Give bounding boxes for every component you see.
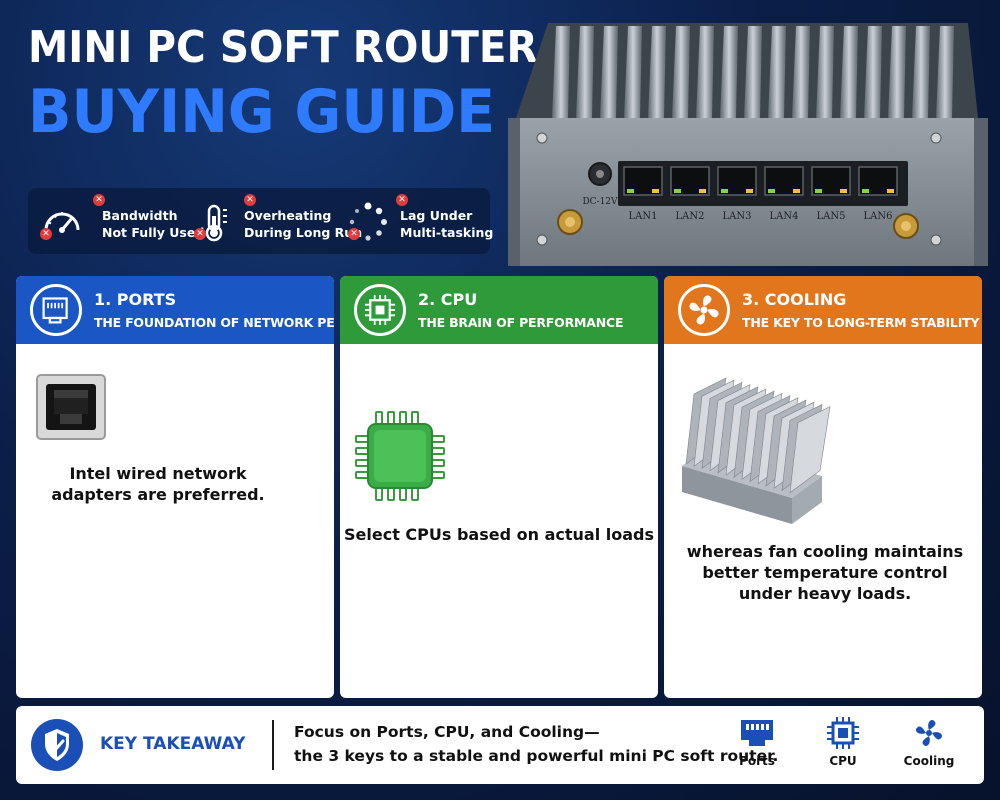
card-description-line: Intel wired network [69, 464, 247, 483]
card-description-line: better temperature control [702, 563, 948, 582]
card-header: 2. CPU THE BRAIN OF PERFORMANCE [340, 276, 658, 344]
lan-port-label: LAN4 [770, 211, 799, 222]
heatsink-fin [648, 26, 666, 118]
error-x-icon: ✕ [244, 194, 256, 206]
problem-overheating: ✕ ✕ Overheating During Long Run [192, 188, 362, 254]
lan-led [815, 189, 822, 193]
lan-led [699, 189, 706, 193]
card-description-line: whereas fan cooling maintains [686, 542, 964, 561]
cpu-chip-icon [827, 717, 859, 749]
lan-port-label: LAN5 [817, 211, 846, 222]
card-ports: 1. PORTS THE FOUNDATION OF NETWORK PERFO… [16, 276, 334, 698]
takeaway-item-cooling: Cooling [894, 716, 964, 778]
heatsink-fin [789, 406, 831, 494]
rj45-port-image [36, 374, 106, 440]
card-header: 3. COOLING THE KEY TO LONG-TERM STABILIT… [664, 276, 982, 344]
thermometer-icon [205, 204, 227, 242]
takeaway-line1: Focus on Ports, CPU, and Cooling— [294, 723, 600, 741]
takeaway-item-ports: Ports [722, 716, 792, 778]
problem-line1: Bandwidth [102, 208, 178, 223]
lan-led [674, 189, 681, 193]
hero-title-line1: MINI PC SOFT ROUTER [28, 22, 538, 73]
heatsink-fin [840, 26, 858, 118]
lan-port-label: LAN2 [676, 211, 705, 222]
card-description-line: adapters are preferred. [51, 485, 265, 504]
takeaway-line2: the 3 keys to a stable and powerful mini… [294, 747, 779, 765]
key-takeaway-panel: KEY TAKEAWAY Focus on Ports, CPU, and Co… [16, 706, 984, 784]
card-title: 3. COOLING [742, 290, 847, 309]
power-port-label: DC-12V [582, 197, 618, 207]
takeaway-item-label: CPU [829, 754, 857, 768]
cpu-chip-icon [354, 284, 406, 336]
heatsink-fin [600, 26, 618, 118]
takeaway-label: KEY TAKEAWAY [100, 734, 246, 754]
ethernet-port-icon [741, 720, 773, 746]
heatsink-fin [576, 26, 594, 118]
divider [272, 720, 274, 770]
takeaway-item-cpu: CPU [808, 716, 878, 778]
takeaway-item-label: Ports [739, 754, 775, 768]
error-x-icon: ✕ [194, 228, 206, 240]
card-cooling: 3. COOLING THE KEY TO LONG-TERM STABILIT… [664, 276, 982, 698]
heatsink-fin [912, 26, 930, 118]
error-x-icon: ✕ [40, 228, 52, 240]
lan-led [887, 189, 894, 193]
heatsink-fin [696, 26, 714, 118]
lan-port-label: LAN3 [723, 211, 752, 222]
speedometer-icon [44, 212, 80, 233]
problem-bandwidth: ✕ ✕ Bandwidth Not Fully Used [40, 188, 204, 254]
heatsink-fin [816, 26, 834, 118]
lan-led [768, 189, 775, 193]
problem-line2: During Long Run [244, 225, 363, 240]
problem-line2: Multi-tasking [400, 225, 494, 240]
heatsink-fin [744, 26, 762, 118]
problem-line2: Not Fully Used [102, 225, 205, 240]
fan-icon [915, 719, 943, 747]
mini-pc-router-illustration: DC-12V LAN1 LAN2 LAN3 LAN4 LAN5 LAN6 [508, 23, 988, 266]
problem-line1: Lag Under [400, 208, 473, 223]
lan-led [746, 189, 753, 193]
error-x-icon: ✕ [348, 228, 360, 240]
heatsink-fin [792, 26, 810, 118]
heatsink-image [682, 377, 831, 524]
takeaway-item-label: Cooling [903, 754, 955, 768]
lan-led [862, 189, 869, 193]
heatsink-fin [552, 26, 570, 118]
lan-led [840, 189, 847, 193]
card-title: 2. CPU [418, 290, 478, 309]
cpu-chip-image [355, 411, 445, 501]
lan-led [721, 189, 728, 193]
hero-title-line2: BUYING GUIDE [28, 77, 496, 147]
ethernet-port-icon [30, 284, 82, 336]
error-x-icon: ✕ [396, 194, 408, 206]
card-header: 1. PORTS THE FOUNDATION OF NETWORK PERFO… [16, 276, 334, 344]
shield-check-icon [31, 719, 83, 771]
problem-lag: ✕ ✕ Lag Under Multi-tasking [346, 188, 494, 254]
error-x-icon: ✕ [93, 194, 105, 206]
heatsink-fin [888, 26, 906, 118]
card-subtitle: THE BRAIN OF PERFORMANCE [418, 315, 624, 330]
heatsink-fin [720, 26, 738, 118]
card-description-line: under heavy loads. [738, 584, 912, 603]
heatsink-fin [768, 26, 786, 118]
problem-line1: Overheating [244, 208, 332, 223]
heatsink-fin [672, 26, 690, 118]
lan-port-label: LAN1 [629, 211, 658, 222]
card-title: 1. PORTS [94, 290, 177, 309]
heatsink-fin [624, 26, 642, 118]
lan-led [793, 189, 800, 193]
lan-led [652, 189, 659, 193]
heatsink-fin [864, 26, 882, 118]
heatsink-fin [936, 26, 954, 118]
problems-strip: ✕ ✕ Bandwidth Not Fully Used ✕ ✕ Overhea… [28, 188, 494, 254]
card-subtitle: THE FOUNDATION OF NETWORK PERFORMANCE [94, 315, 334, 330]
card-description-line: Select CPUs based on actual loads [344, 525, 654, 544]
card-cpu: 2. CPU THE BRAIN OF PERFORMANCE Select C… [340, 276, 658, 698]
lan-led [627, 189, 634, 193]
lan-port-label: LAN6 [864, 211, 893, 222]
fan-icon [678, 284, 730, 336]
card-subtitle: THE KEY TO LONG-TERM STABILITY [742, 315, 980, 330]
